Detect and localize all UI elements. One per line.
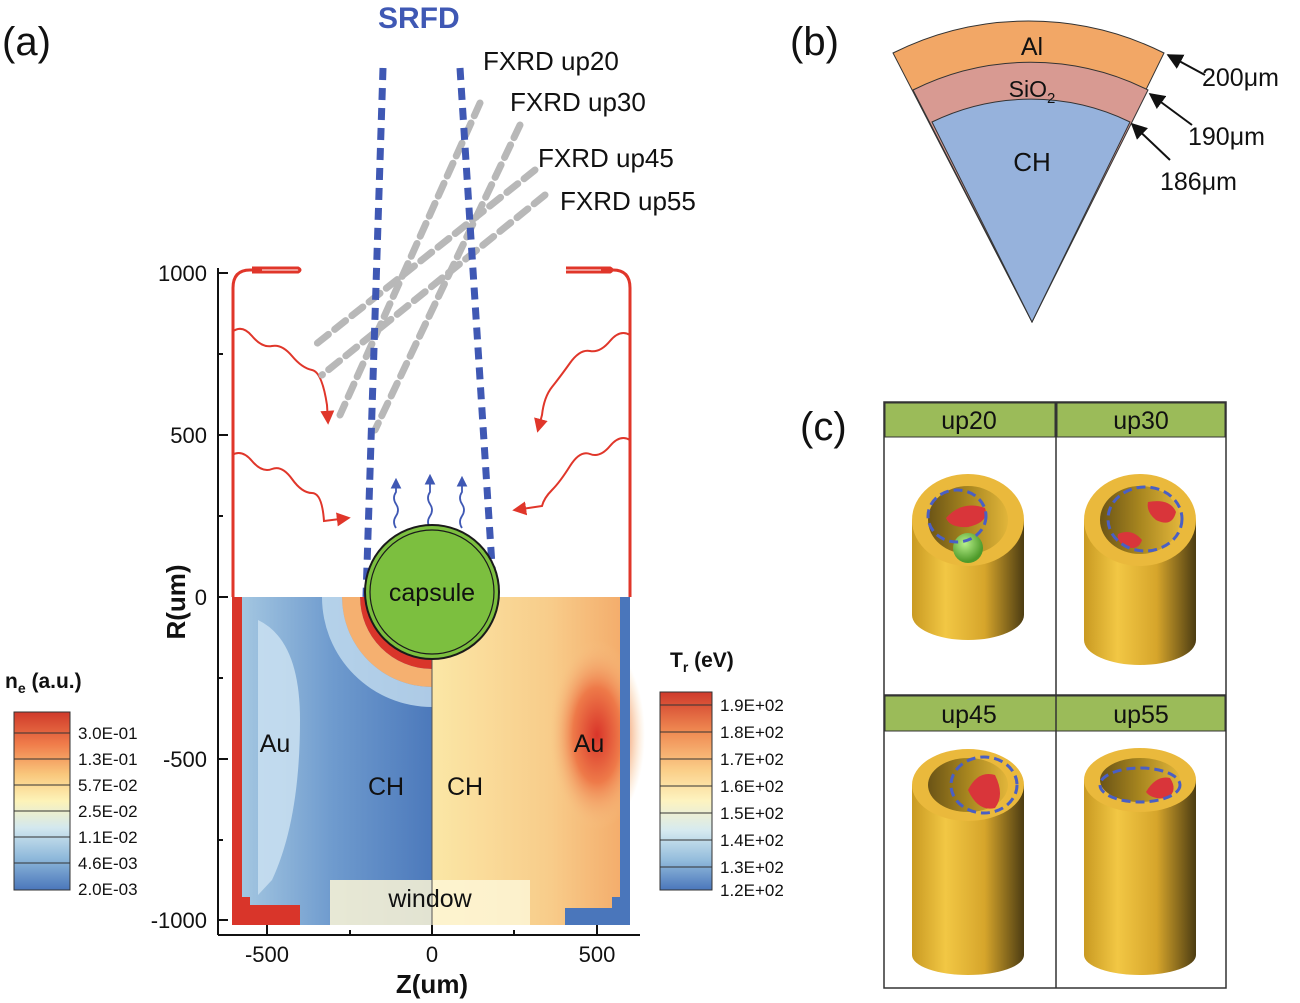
y-axis-label: R(um): [161, 564, 191, 639]
capsule-label: capsule: [389, 579, 475, 607]
colorbar-tr-title: Tr (eV): [670, 649, 734, 675]
x-tick-neg500: -500: [245, 942, 289, 967]
au-right-label: Au: [574, 730, 605, 758]
y-tick-0: 0: [195, 585, 207, 610]
view-up30-cylinder: [1084, 474, 1196, 665]
tr-tick-2: 1.7E+02: [720, 750, 784, 769]
srfd-lines: [362, 67, 498, 598]
ne-tick-4: 1.1E-02: [78, 828, 138, 847]
radius-186-label: 186μm: [1160, 168, 1237, 196]
tr-tick-7: 1.2E+02: [720, 881, 784, 900]
tr-tick-3: 1.6E+02: [720, 777, 784, 796]
fxrd-lines: [311, 99, 549, 434]
layer-sio2-label: SiO2: [1009, 76, 1056, 107]
ch-right-label: CH: [447, 773, 483, 801]
view-up45-cylinder: [912, 749, 1024, 975]
ch-left-label: CH: [368, 773, 404, 801]
y-tick-neg500: -500: [163, 747, 207, 772]
y-tick-neg1000: -1000: [151, 908, 207, 933]
au-left-label: Au: [260, 730, 291, 758]
x-axis-label: Z(um): [396, 969, 468, 999]
layer-al-label: Al: [1021, 33, 1043, 61]
axes: [217, 268, 640, 936]
tr-tick-1: 1.8E+02: [720, 723, 784, 742]
ne-tick-3: 2.5E-02: [78, 802, 138, 821]
view-up55-cylinder: [1084, 748, 1196, 975]
fxrd-up45-label: FXRD up45: [538, 143, 674, 173]
tr-tick-0: 1.9E+02: [720, 696, 784, 715]
layer-wedge: [892, 20, 1165, 324]
fxrd-up20-label: FXRD up20: [483, 46, 619, 76]
colorbar-ne: ne (a.u.) 3.0E-01 1.3E-01 5.7E-02 2.5E-0…: [5, 670, 138, 899]
ne-tick-5: 4.6E-03: [78, 854, 138, 873]
tr-tick-5: 1.4E+02: [720, 831, 784, 850]
ne-tick-0: 3.0E-01: [78, 724, 138, 743]
radius-190-label: 190μm: [1188, 123, 1265, 151]
colorbar-tr: Tr (eV) 1.9E+02 1.8E+02 1.7E+02 1.6E+02 …: [659, 649, 784, 900]
fxrd-up30-label: FXRD up30: [510, 87, 646, 117]
hohlraum-wall: [231, 266, 632, 597]
colorbar-ne-title: ne (a.u.): [5, 670, 82, 696]
y-tick-1000: 1000: [158, 261, 207, 286]
ne-tick-1: 1.3E-01: [78, 750, 138, 769]
layer-ch-label: CH: [1013, 147, 1051, 177]
view-up20-cylinder: [912, 474, 1024, 640]
panel-a-label: (a): [2, 20, 51, 64]
view-up55-header: up55: [1113, 701, 1169, 729]
x-tick-500: 500: [579, 942, 616, 967]
srfd-label: SRFD: [378, 2, 460, 35]
panel-c-label: (c): [800, 405, 847, 449]
y-tick-500: 500: [170, 423, 207, 448]
capsule: capsule: [364, 524, 500, 660]
ne-tick-2: 5.7E-02: [78, 776, 138, 795]
radius-arrows: [1130, 54, 1206, 161]
view-up30-header: up30: [1113, 407, 1169, 435]
tr-tick-6: 1.3E+02: [720, 858, 784, 877]
radius-200-label: 200μm: [1202, 64, 1279, 92]
ne-tick-6: 2.0E-03: [78, 880, 138, 899]
view-up20-header: up20: [941, 407, 997, 435]
view-up45-header: up45: [941, 701, 997, 729]
x-tick-0: 0: [426, 942, 438, 967]
window-label: window: [387, 885, 472, 913]
emission-arrows: [390, 473, 468, 529]
fxrd-up55-label: FXRD up55: [560, 186, 696, 216]
panel-b-label: (b): [790, 20, 839, 64]
tr-tick-4: 1.5E+02: [720, 804, 784, 823]
laser-arrows: [231, 327, 631, 527]
